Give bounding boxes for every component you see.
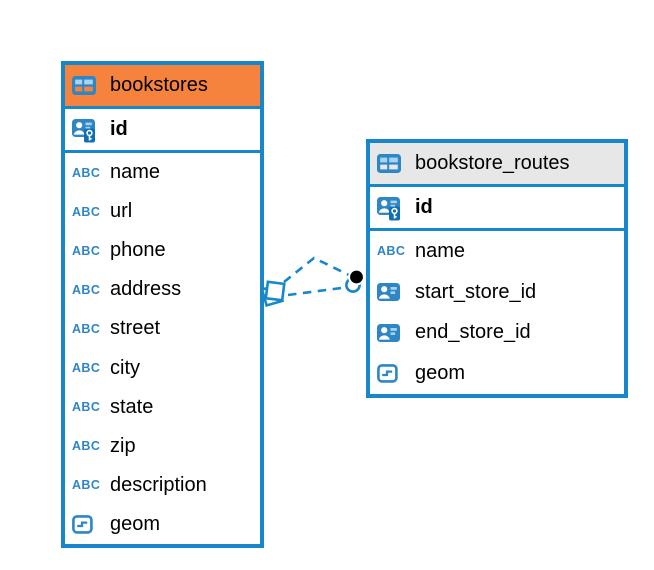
column-row[interactable]: ABC street	[72, 317, 161, 340]
column-row[interactable]: ABC zip	[72, 434, 136, 457]
column-row-pk[interactable]: id	[65, 109, 260, 153]
table-bookstore-routes-header[interactable]: bookstore_routes	[370, 143, 624, 187]
person-key-icon	[377, 193, 407, 223]
column-row-pk[interactable]: id	[370, 187, 624, 231]
person-card-icon	[377, 323, 407, 342]
pk-column-name: id	[110, 118, 128, 140]
person-key-icon	[72, 115, 102, 145]
column-row[interactable]: end_store_id	[370, 313, 624, 354]
table-icon	[72, 76, 102, 95]
column-list: ABC name start_store_id	[370, 231, 624, 394]
text-abc-icon: ABC	[377, 244, 406, 259]
table-title: bookstores	[110, 74, 208, 96]
column-row[interactable]: ABC phone	[72, 239, 166, 262]
column-row[interactable]: ABC address	[72, 278, 182, 301]
column-row[interactable]: geom	[370, 353, 624, 394]
column-row[interactable]: ABC name	[377, 239, 466, 262]
relationship-diamond-marker[interactable]	[260, 280, 286, 308]
text-abc-icon: ABC	[72, 361, 101, 376]
table-title: bookstore_routes	[415, 152, 570, 174]
column-row[interactable]: ABC state	[72, 395, 154, 418]
table-bookstores[interactable]: bookstores id ABC name	[61, 61, 264, 548]
person-card-icon	[377, 283, 407, 302]
text-abc-icon: ABC	[72, 204, 101, 219]
text-abc-icon: ABC	[72, 321, 101, 336]
relationship-line-upper[interactable]	[283, 256, 352, 284]
column-row[interactable]: start_store_id	[370, 272, 624, 313]
relationship-line-lower[interactable]	[287, 285, 350, 297]
text-abc-icon: ABC	[72, 282, 101, 297]
column-list: ABC name ABC url ABC phone ABC address A…	[65, 153, 260, 544]
text-abc-icon: ABC	[72, 243, 101, 258]
relationship-dot-marker[interactable]	[345, 268, 365, 293]
table-bookstores-header[interactable]: bookstores	[65, 65, 260, 109]
table-bookstore-routes[interactable]: bookstore_routes id ABC name	[366, 139, 628, 398]
column-row[interactable]: ABC name	[72, 161, 161, 184]
table-icon	[377, 154, 407, 173]
column-row[interactable]: ABC url	[72, 200, 133, 223]
text-abc-icon: ABC	[72, 439, 101, 454]
column-row[interactable]: ABC city	[72, 356, 140, 379]
text-abc-icon: ABC	[72, 478, 101, 493]
pk-column-name: id	[415, 196, 433, 218]
text-abc-icon: ABC	[72, 165, 101, 180]
geometry-icon	[377, 364, 407, 383]
geometry-icon	[72, 514, 102, 534]
column-row[interactable]: ABC description	[72, 473, 207, 496]
column-row[interactable]: geom	[65, 505, 260, 544]
text-abc-icon: ABC	[72, 400, 101, 415]
